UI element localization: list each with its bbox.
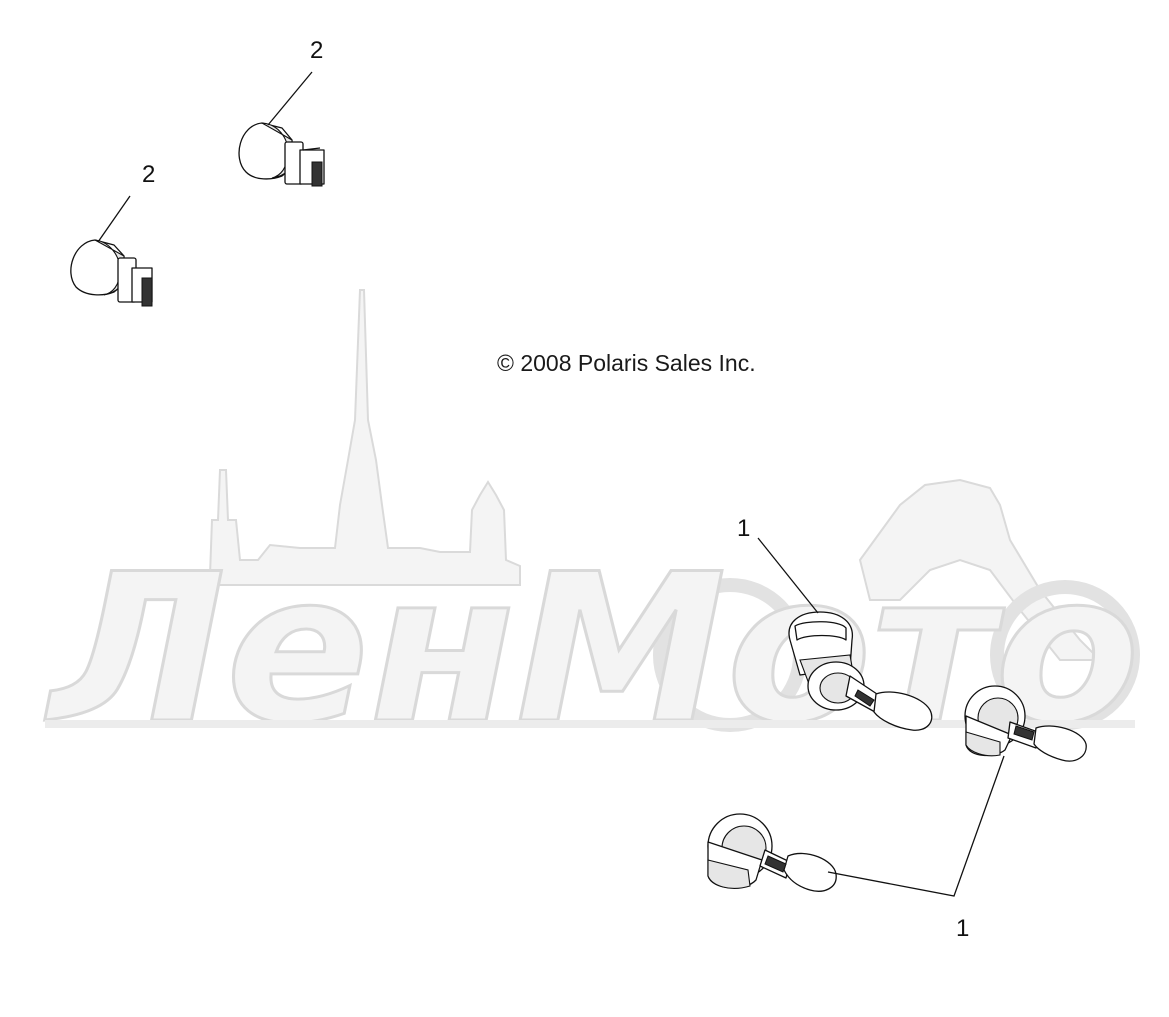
watermark-skyline bbox=[192, 289, 521, 586]
leader-headlight-bulb-center bbox=[757, 537, 819, 614]
watermark-text: ЛенМото bbox=[44, 531, 1140, 769]
leader-headlight-bulb-pair bbox=[827, 755, 1005, 897]
callout-headlight-bulb-pair: 1 bbox=[956, 915, 969, 942]
watermark-motorcycle bbox=[858, 478, 1103, 661]
headlight-bulb-right bbox=[964, 685, 1087, 762]
callout-small-bulb-upper: 2 bbox=[310, 37, 323, 64]
callout-headlight-bulb-center: 1 bbox=[737, 515, 750, 542]
leader-small-bulb-upper bbox=[267, 71, 313, 126]
copyright-text: © 2008 Polaris Sales Inc. bbox=[497, 350, 756, 376]
watermark-baseline bbox=[45, 720, 1135, 728]
watermark: ЛенМото bbox=[42, 289, 1142, 771]
small-bulb-upper bbox=[238, 122, 325, 187]
leader-small-bulb-lower bbox=[97, 195, 131, 243]
small-bulb-lower bbox=[70, 239, 153, 307]
headlight-bulb-lower bbox=[707, 813, 837, 892]
callout-small-bulb-lower: 2 bbox=[142, 161, 155, 188]
headlight-bulb-center bbox=[788, 611, 933, 731]
